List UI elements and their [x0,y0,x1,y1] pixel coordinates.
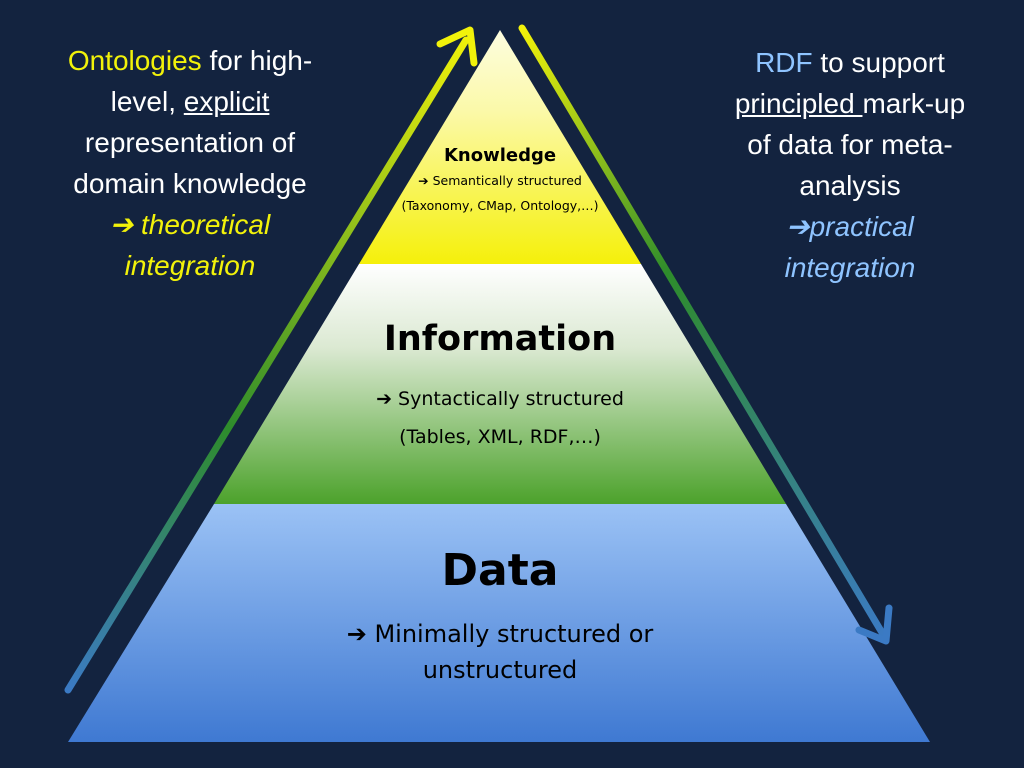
arrow-icon: ➔ [786,211,810,242]
right-line-1: RDF to support [692,42,1008,83]
left-line-4: domain knowledge [73,168,307,199]
data-description-line-1: ➔ Minimally structured or [346,620,654,648]
principled-term: principled [734,88,863,119]
right-conclusion-line-2: integration [784,252,916,283]
left-conclusion-line-1: ➔ theoretical [30,204,350,245]
arrow-icon: ➔ [109,209,134,240]
knowledge-tier [359,30,641,264]
data-description-line-2: unstructured [422,656,578,684]
left-line-1-text: for high- [201,45,313,76]
rdf-annotation: RDF to support principled mark-up of dat… [692,42,1008,288]
knowledge-description: ➔ Semantically structured [418,173,582,188]
left-line-3: representation of [84,127,296,158]
data-title: Data [441,545,559,596]
data-tier [68,504,930,742]
data-label-group: Data ➔ Minimally structured or unstructu… [290,540,710,688]
information-label-group: Information ➔ Syntactically structured (… [300,314,700,456]
knowledge-label-group: Knowledge ➔ Semantically structured (Tax… [380,144,620,218]
left-line-2: level, explicit [30,81,350,122]
left-line-2-text: level, [110,86,184,117]
right-line-1-text: to support [812,47,945,78]
right-line-4: analysis [799,170,901,201]
rdf-term: RDF [755,47,813,78]
information-title: Information [383,319,617,359]
right-line-3: of data for meta- [747,129,953,160]
data-description: ➔ Minimally structured or unstructured [290,616,710,688]
theoretical-text: theoretical [133,209,271,240]
right-conclusion-line-1: ➔practical [692,206,1008,247]
knowledge-examples: (Taxonomy, CMap, Ontology,…) [401,198,599,213]
explicit-term: explicit [183,86,270,117]
right-line-2-text: mark-up [862,88,966,119]
information-examples: (Tables, XML, RDF,…) [399,426,601,448]
knowledge-title: Knowledge [443,145,557,166]
left-line-1: Ontologies for high- [30,40,350,81]
information-description: ➔ Syntactically structured [376,388,624,410]
ontologies-annotation: Ontologies for high- level, explicit rep… [30,40,350,286]
ontologies-term: Ontologies [67,45,202,76]
upward-arrow [64,26,478,694]
information-tier [214,264,786,504]
practical-text: practical [809,211,914,242]
downward-arrow [518,24,893,645]
right-line-2: principled mark-up [692,83,1008,124]
left-conclusion-line-2: integration [124,250,256,281]
